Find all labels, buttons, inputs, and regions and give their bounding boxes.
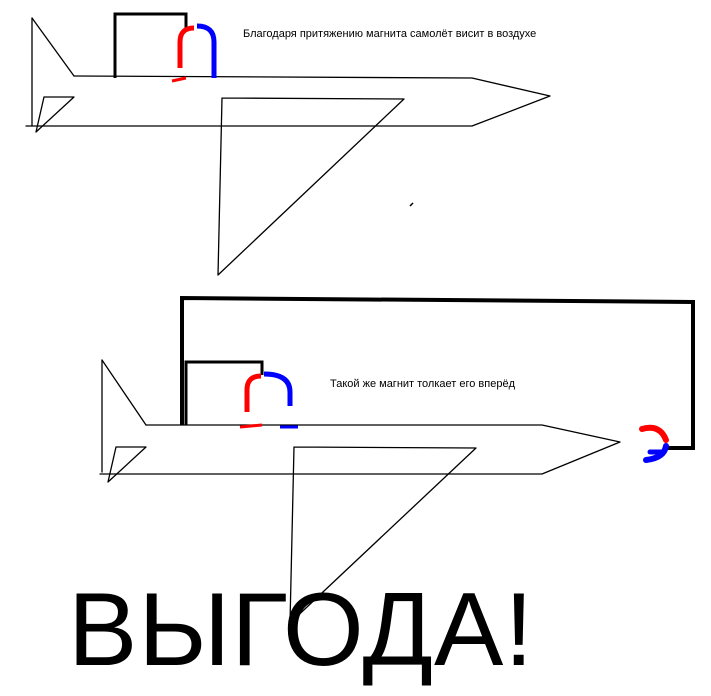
magnet-bottom-red-pole <box>244 373 262 412</box>
magnet-top-red-tip <box>171 76 187 83</box>
airplane-bottom-fuselage <box>99 424 621 475</box>
airplane-bottom <box>99 359 621 624</box>
airplane-bottom-tail-fin <box>101 359 147 426</box>
caption-top: Благодаря притяжению магнита самолёт вис… <box>243 28 537 40</box>
magnet-top-red-pole <box>177 25 195 68</box>
airplane-bottom-wing <box>289 446 477 624</box>
magnet-bottom <box>239 371 298 429</box>
stray-mark <box>409 202 414 207</box>
headline: ВЫГОДА! <box>68 572 535 688</box>
magnet-front-red-pole <box>639 424 669 443</box>
airplane-top-stabilizer <box>35 96 75 133</box>
magnet-top <box>171 23 217 83</box>
magnet-bottom-red-tip <box>239 423 263 429</box>
airplane-top-fuselage <box>25 75 551 127</box>
magnet-holder-top <box>113 12 188 78</box>
caption-bottom: Такой же магнит толкает его вперёд <box>330 378 515 390</box>
airplane-top <box>25 17 551 276</box>
magnet-front-blue-pole <box>643 443 669 463</box>
airplane-bottom-stabilizer <box>107 446 147 483</box>
magnet-bottom-blue-pole <box>263 371 293 406</box>
magnet-holder-bottom <box>184 360 264 425</box>
magnet-rod-loop <box>180 295 695 450</box>
airplane-top-wing <box>217 97 405 276</box>
magnet-front <box>639 424 669 463</box>
airplane-top-tail-fin <box>31 17 75 77</box>
magnet-top-blue-pole <box>196 23 217 78</box>
